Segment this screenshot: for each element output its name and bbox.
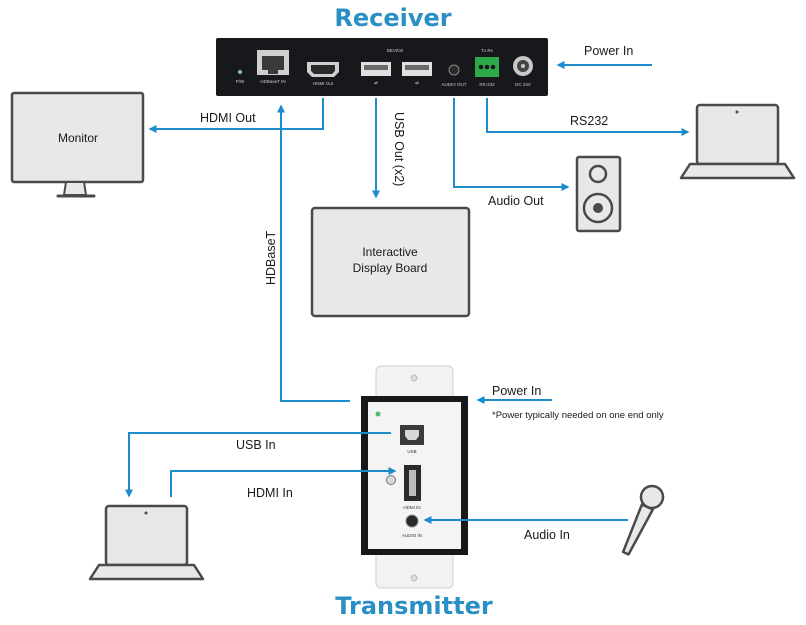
speaker-icon (575, 155, 622, 233)
rs232-port-label: RS-232 (479, 82, 495, 87)
interactive-display-board: Interactive Display Board (310, 206, 471, 318)
audio-out-wire (453, 98, 570, 191)
transmitter-device: USB HDMI IN AUDIO IN (361, 365, 468, 589)
hdmi-out-port-label: HDMI Out (313, 81, 334, 86)
hdmi-out-wire (148, 98, 324, 133)
audio-out-label: Audio Out (488, 194, 544, 208)
hdmi-in-port-label: HDMI IN (403, 505, 420, 510)
hdbaset-wire (277, 104, 350, 402)
hdmi-in-label: HDMI In (247, 486, 293, 500)
rs232-wire (486, 98, 690, 136)
usb-in-wire (125, 432, 391, 498)
monitor-label: Monitor (58, 131, 98, 145)
board-label-line1: Interactive (362, 245, 418, 259)
txrx-label: Tx Rx (481, 48, 493, 53)
hdbaset-port-label: HDBaseT IN (260, 79, 285, 84)
audio-in-port-label: AUDIO IN (402, 533, 422, 538)
usb-in-label: USB In (236, 438, 276, 452)
usb-out-label: USB Out (x2) (392, 112, 406, 186)
laptop-rs232-icon (679, 103, 796, 180)
pw-port-label: P/W (236, 79, 245, 84)
audio-in-label: Audio In (524, 528, 570, 542)
power-in-receiver-label: Power In (584, 44, 633, 58)
board-label-line2: Display Board (353, 261, 428, 275)
hdmi-out-port (307, 62, 339, 77)
rs232-label: RS232 (570, 114, 608, 128)
dc-power-jack (513, 56, 533, 76)
microphone-icon (621, 484, 665, 556)
transmitter-title: Transmitter (335, 592, 493, 620)
power-note: *Power typically needed on one end only (492, 410, 664, 421)
dc-port-label: DC 24V (515, 82, 531, 87)
usb-port-label: USB (407, 449, 416, 454)
usb-in-port (400, 425, 424, 445)
hdbaset-port (257, 50, 289, 75)
hdmi-in-port (404, 465, 421, 501)
laptop-source-icon (88, 504, 205, 581)
receiver-title: Receiver (334, 4, 451, 32)
audio-out-jack (448, 64, 460, 76)
audio-out-port-label: AUDIO OUT (441, 82, 466, 87)
monitor-device: Monitor (10, 91, 145, 198)
status-led (375, 411, 381, 417)
power-in-transmitter-label: Power In (492, 384, 541, 398)
usb-port-1 (361, 62, 391, 76)
rs232-terminal (475, 57, 499, 77)
audio-in-jack (405, 514, 419, 528)
receiver-device: P/W HDBaseT IN HDMI Out DEVICE ⇌ ⇌ AUDIO… (216, 38, 548, 96)
hdbaset-label: HDBaseT (264, 230, 278, 285)
usb-port-2 (402, 62, 432, 76)
hdmi-in-wire (170, 467, 397, 497)
usb-symbol-2: ⇌ (415, 80, 419, 85)
hdmi-out-label: HDMI Out (200, 111, 256, 125)
device-label: DEVICE (387, 48, 404, 53)
usb-symbol-1: ⇌ (374, 80, 378, 85)
